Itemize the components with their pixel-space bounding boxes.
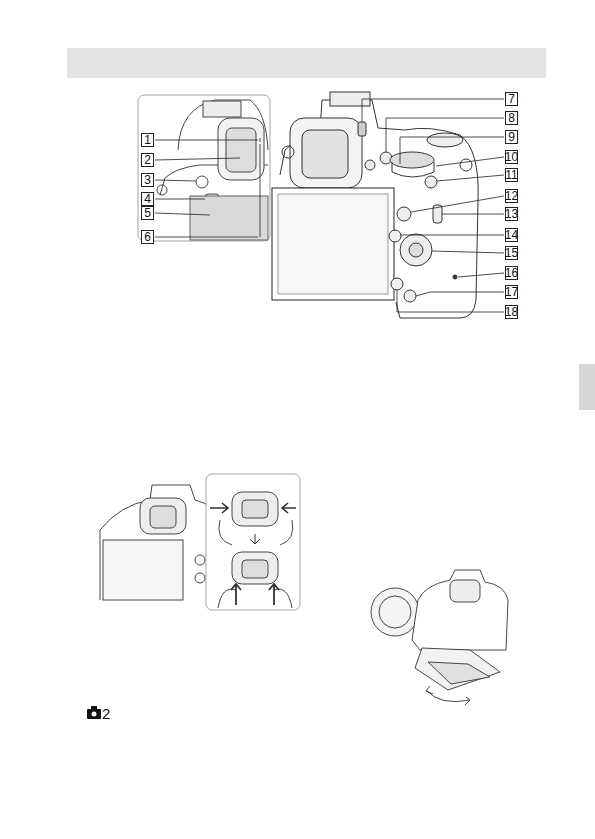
callout-number: 2	[141, 153, 154, 167]
callout-number: 17	[505, 285, 518, 299]
callout-number: 14	[505, 228, 518, 242]
side-tab	[579, 364, 595, 410]
header-band	[67, 48, 546, 78]
leader-lines	[155, 140, 260, 237]
callout-number: 11	[505, 168, 518, 182]
callout-number: 6	[141, 230, 154, 244]
callout-number: 3	[141, 173, 154, 187]
callout-number: 8	[505, 111, 518, 125]
callout-number: 9	[505, 130, 518, 144]
callout-number: 10	[505, 150, 518, 164]
callout-number: 7	[505, 92, 518, 106]
callout-number: 4	[141, 192, 154, 206]
eyepiece-inset	[138, 95, 270, 241]
camera-back	[272, 92, 478, 318]
page-ref-number: 2	[102, 706, 110, 721]
callout-number: 13	[505, 207, 518, 221]
callout-number: 12	[505, 189, 518, 203]
eyecup-illustration	[100, 474, 300, 610]
callout-number: 5	[141, 206, 154, 220]
camera-icon	[87, 706, 101, 719]
callout-number: 16	[505, 266, 518, 280]
callout-number: 1	[141, 133, 154, 147]
leader-lines	[362, 99, 504, 312]
monitor-tilt-illustration	[371, 570, 508, 705]
callout-number: 15	[505, 246, 518, 260]
callout-number: 18	[505, 305, 518, 319]
